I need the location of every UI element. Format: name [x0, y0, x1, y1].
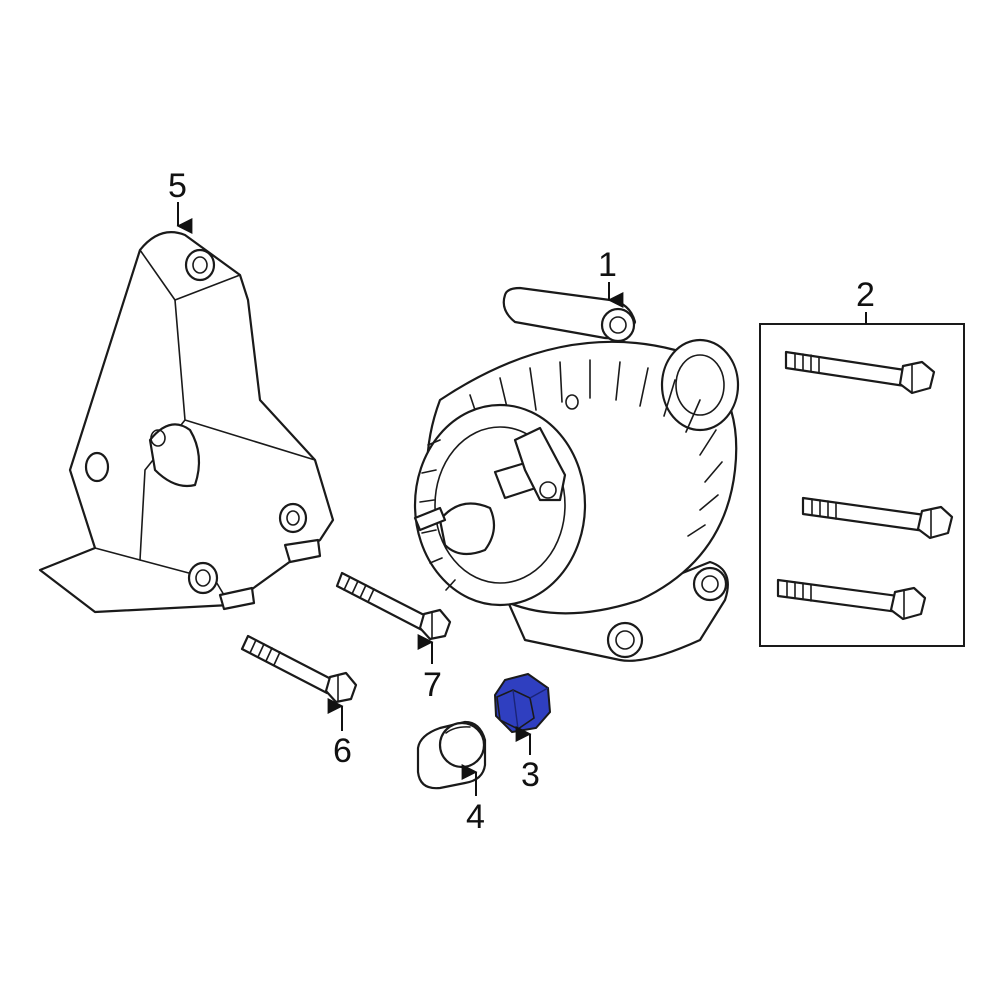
- callout-7-label: 7: [423, 666, 442, 704]
- bolt-set[interactable]: [759, 323, 965, 647]
- bolt-lower: [776, 578, 927, 621]
- cap-4[interactable]: [416, 720, 487, 790]
- bolt-7[interactable]: [335, 571, 452, 641]
- callout-2-label: 2: [856, 276, 875, 314]
- callout-2: 2: [856, 276, 875, 324]
- callout-1-label: 1: [598, 246, 617, 284]
- bolt-middle: [801, 496, 954, 540]
- callout-5: 5: [168, 167, 193, 234]
- bolt-6[interactable]: [240, 634, 358, 704]
- nut-3-highlighted[interactable]: [493, 672, 552, 734]
- bolt-upper: [784, 350, 936, 395]
- callout-3-label: 3: [521, 756, 540, 794]
- mounting-bracket[interactable]: [38, 231, 335, 614]
- callout-6: 6: [327, 698, 352, 770]
- callout-4: 4: [461, 764, 485, 836]
- callout-6-label: 6: [333, 732, 352, 770]
- callout-1: 1: [598, 246, 624, 308]
- callout-4-label: 4: [466, 798, 485, 836]
- callout-7: 7: [417, 634, 442, 704]
- alternator[interactable]: [413, 286, 740, 662]
- callout-5-label: 5: [168, 167, 187, 205]
- callout-3: 3: [515, 726, 540, 794]
